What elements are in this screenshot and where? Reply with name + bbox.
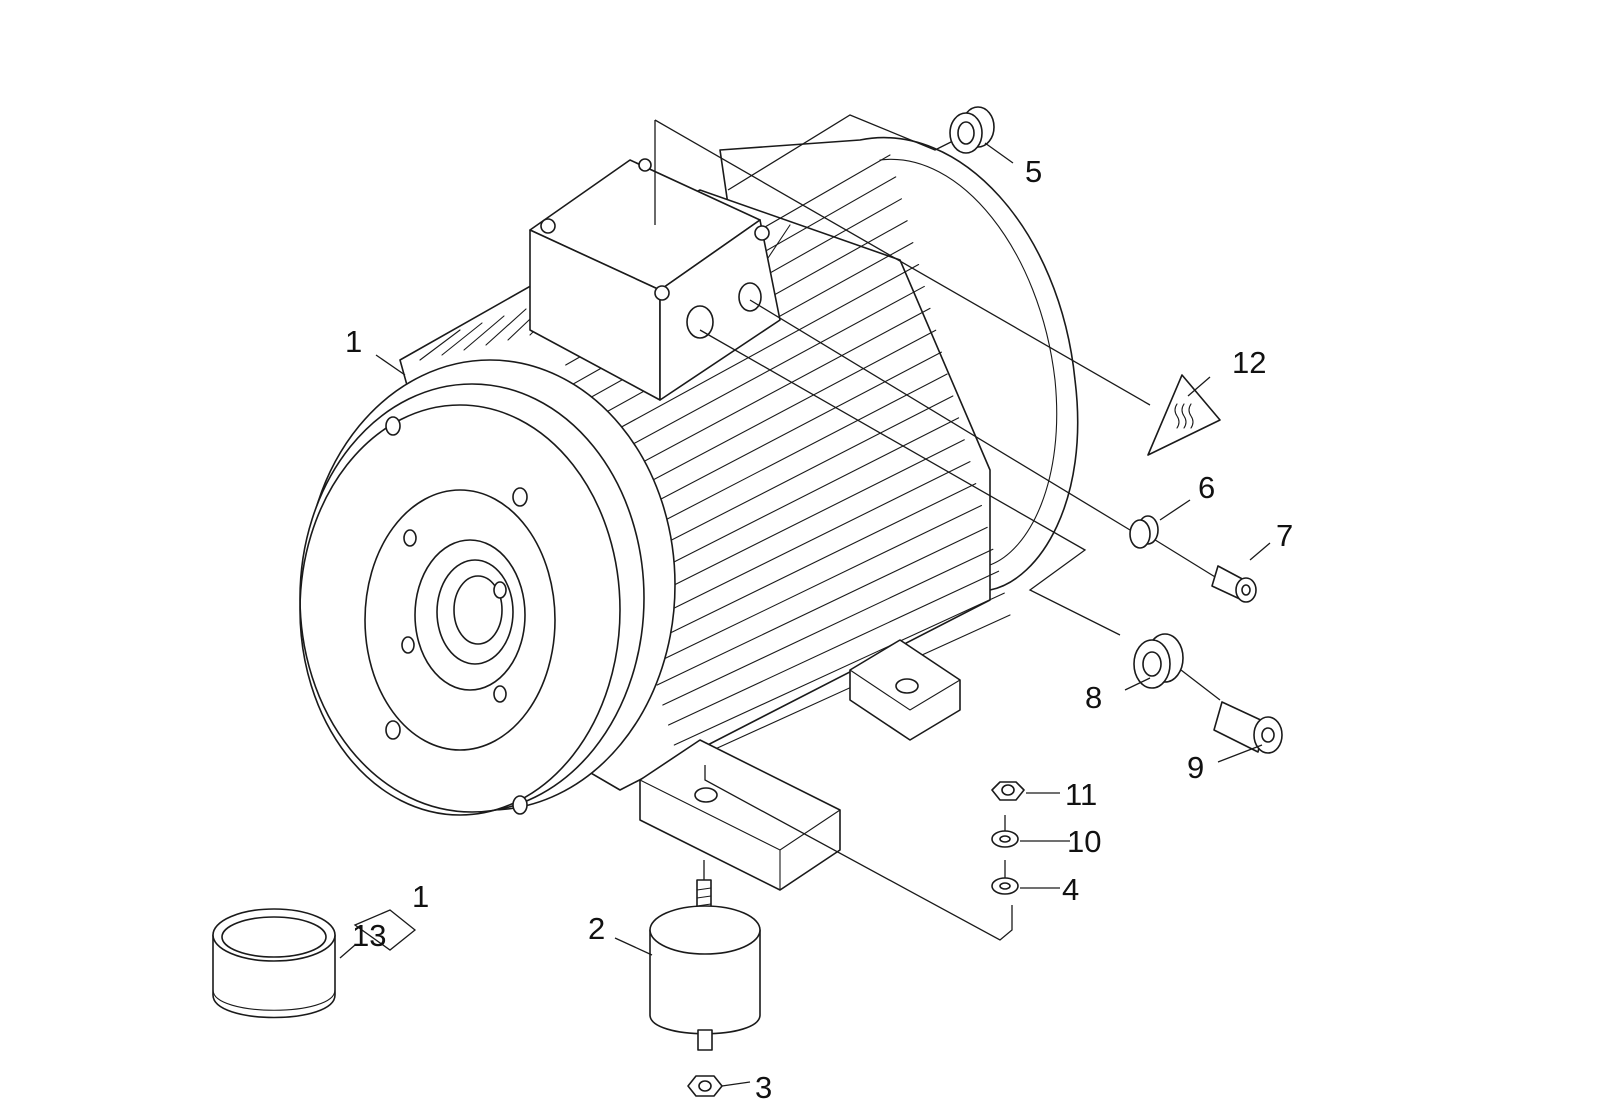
callout-3: 3 [755, 1070, 772, 1105]
callout-10: 10 [1067, 824, 1101, 859]
cooling-fin [679, 614, 1011, 766]
part-8-large-reducer [1133, 633, 1184, 689]
cooling-fin [645, 483, 977, 646]
cooling-fin [616, 373, 948, 546]
motor-feet [639, 639, 961, 891]
cooling-fin [622, 395, 954, 566]
cooling-fin [599, 307, 931, 486]
cooling-fin [588, 263, 920, 446]
cooling-fin [633, 439, 965, 606]
part-2-vibration-damper [649, 879, 761, 1051]
callout-9: 9 [1187, 750, 1204, 785]
callout-1: 1 [345, 324, 362, 359]
part-5-cable-gland [949, 106, 995, 154]
callout-8: 8 [1085, 680, 1102, 715]
part-9-large-cable-gland [1213, 701, 1283, 754]
cooling-fin [485, 308, 527, 346]
callout-11: 11 [1065, 777, 1097, 812]
part-13-cap [212, 908, 336, 1019]
callout-labels: 1 5 12 6 7 8 9 11 10 4 1 13 2 3 [345, 154, 1293, 1105]
cooling-fin [441, 322, 483, 356]
callout-6: 6 [1198, 470, 1215, 505]
cooling-fin [650, 504, 982, 666]
part-4-washer [991, 877, 1019, 895]
cooling-fin [656, 526, 988, 686]
callout-2: 2 [588, 911, 605, 946]
cooling-fin [662, 548, 994, 706]
cooling-fin [673, 592, 1005, 746]
part-11-hex-nut [991, 781, 1025, 801]
terminal-box [529, 158, 781, 401]
callout-13: 13 [352, 918, 386, 953]
callout-7: 7 [1276, 518, 1293, 553]
cooling-fin [639, 461, 971, 626]
part-10-spring-washer [991, 830, 1019, 848]
part-12-hot-surface-warning-label [1147, 374, 1221, 456]
cooling-fin [593, 285, 925, 466]
front-flange [299, 359, 676, 816]
callout-1b: 1 [412, 879, 429, 914]
callout-4: 4 [1062, 872, 1079, 907]
cooling-fins [419, 154, 1011, 766]
cooling-fin [605, 329, 937, 506]
cooling-fin [668, 570, 1000, 726]
part-6-reducer [1129, 515, 1159, 549]
cooling-fin [419, 329, 461, 361]
cooling-fin [610, 351, 942, 526]
part-7-small-cable-gland [1211, 565, 1257, 603]
callout-5: 5 [1025, 154, 1042, 189]
leader-lines [339, 142, 1271, 1087]
assembly-lines [654, 114, 1221, 941]
part-3-nut [687, 1075, 723, 1097]
callout-12: 12 [1232, 345, 1266, 380]
cooling-fin [463, 315, 505, 351]
